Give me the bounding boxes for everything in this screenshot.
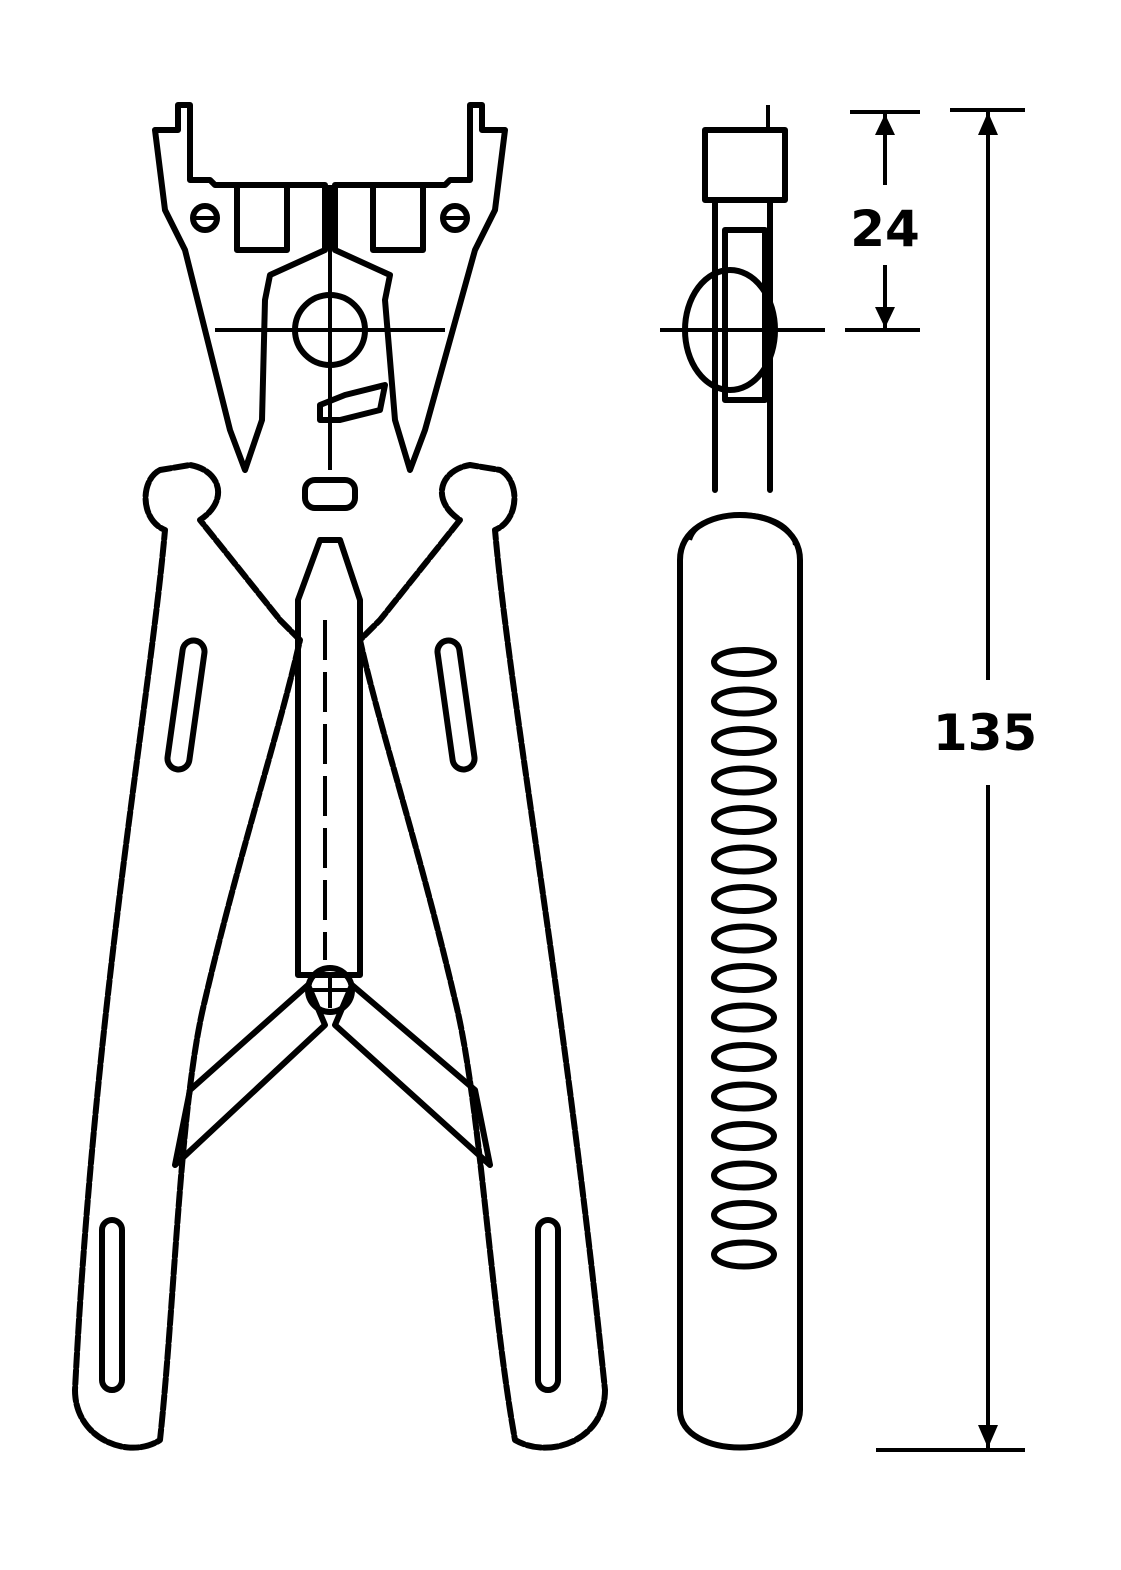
grip-oval xyxy=(711,1200,777,1230)
grip-oval xyxy=(711,884,777,914)
grip-oval xyxy=(711,1160,777,1191)
grip-oval xyxy=(711,726,777,756)
left-link xyxy=(172,982,328,1168)
grip-oval xyxy=(711,1081,777,1112)
right-jaw-block xyxy=(370,182,426,253)
right-handle-slot xyxy=(434,637,478,773)
side-jaw-head xyxy=(702,127,788,203)
grip-oval xyxy=(711,765,777,796)
grip-oval xyxy=(711,805,777,835)
left-handle-lower-slot xyxy=(99,1217,125,1393)
grip-oval xyxy=(711,647,777,677)
grip-oval xyxy=(711,1239,777,1270)
grip-oval xyxy=(711,1042,777,1072)
left-jaw-block xyxy=(234,182,290,253)
left-handle-slot xyxy=(164,637,208,773)
side-grip xyxy=(677,512,803,1451)
right-jaw xyxy=(332,102,508,473)
grip-oval xyxy=(711,1121,777,1151)
side-spring xyxy=(722,227,768,403)
dimension-24: 24 xyxy=(845,110,920,332)
front-view xyxy=(72,102,608,1451)
dimension-label-135: 135 xyxy=(933,704,1037,762)
right-link xyxy=(332,982,493,1168)
grip-oval xyxy=(711,686,777,717)
grip-oval xyxy=(711,923,777,954)
side-view xyxy=(660,105,825,1451)
spring-hook xyxy=(317,382,388,423)
left-handle xyxy=(72,462,303,1451)
spring-bar xyxy=(295,537,363,978)
right-handle xyxy=(357,462,608,1451)
grip-ovals xyxy=(711,647,777,1270)
left-screw-icon xyxy=(190,203,220,233)
right-handle-lower-slot xyxy=(535,1217,561,1393)
grip-oval xyxy=(711,963,777,993)
side-shank xyxy=(712,197,773,493)
left-jaw xyxy=(152,102,328,473)
dimension-135: 135 xyxy=(876,108,1037,1452)
grip-oval xyxy=(711,844,777,875)
grip-oval xyxy=(711,1002,777,1033)
spring-clip xyxy=(302,477,358,511)
right-screw-icon xyxy=(440,203,470,233)
dimension-label-24: 24 xyxy=(850,200,920,258)
